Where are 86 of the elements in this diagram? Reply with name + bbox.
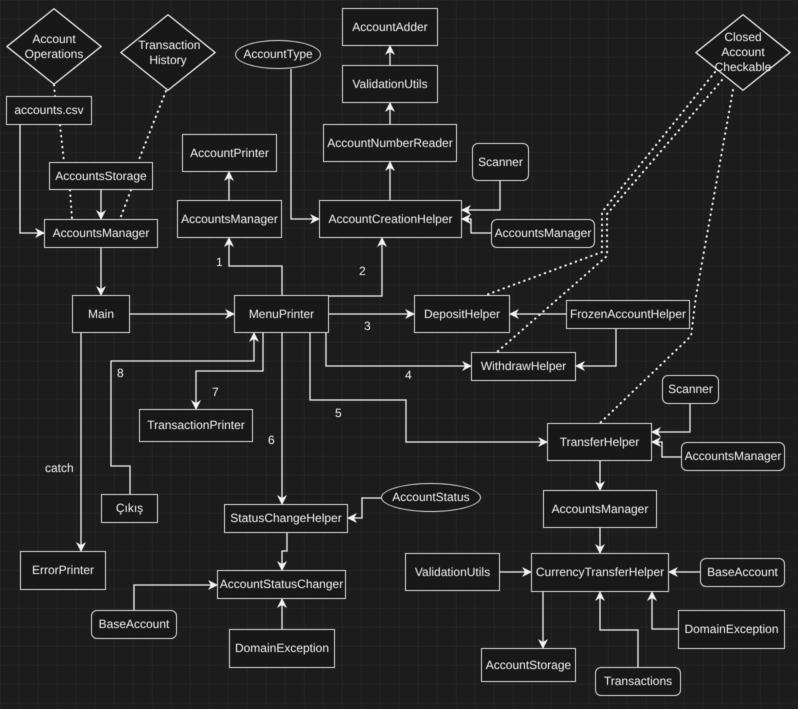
rounded-box: Scanner bbox=[472, 143, 529, 181]
arrow bbox=[110, 332, 259, 494]
dotted-line bbox=[53, 84, 56, 97]
arrow bbox=[651, 437, 681, 458]
rounded-box: AccountsManager bbox=[491, 219, 595, 248]
dotted-line bbox=[599, 89, 734, 424]
arrow bbox=[277, 533, 288, 571]
rounded-box: Scanner bbox=[662, 375, 719, 404]
dotted-line bbox=[496, 79, 723, 353]
edge-label: 1 bbox=[214, 255, 225, 269]
arrow bbox=[461, 214, 491, 234]
edge-label: 5 bbox=[333, 406, 344, 420]
arrow bbox=[595, 591, 639, 667]
arrow bbox=[329, 237, 387, 297]
rounded-box: BaseAccount bbox=[91, 610, 177, 639]
class-box: TransferHelper bbox=[547, 423, 652, 461]
class-box: ValidationUtils bbox=[342, 65, 438, 103]
rounded-box: BaseAccount bbox=[700, 558, 785, 587]
class-box: MenuPrinter bbox=[234, 295, 329, 333]
arrow bbox=[509, 309, 566, 319]
edge-label: 2 bbox=[357, 264, 368, 278]
arrow bbox=[385, 161, 395, 200]
edge-label: 3 bbox=[362, 319, 373, 333]
arrow bbox=[500, 567, 532, 577]
class-box: DomainException bbox=[678, 610, 785, 649]
arrow bbox=[133, 580, 218, 610]
class-box: ErrorPrinter bbox=[20, 551, 106, 590]
edge-label: 4 bbox=[403, 368, 414, 382]
arrow bbox=[96, 190, 106, 220]
class-box: AccountPrinter bbox=[182, 134, 277, 172]
arrow bbox=[76, 333, 86, 552]
rounded-box: Transactions bbox=[595, 667, 681, 696]
class-box: accounts.csv bbox=[6, 96, 92, 125]
arrow bbox=[290, 69, 320, 224]
arrow bbox=[277, 598, 287, 629]
edge-label: 7 bbox=[210, 385, 221, 399]
arrow bbox=[595, 528, 605, 554]
arrow bbox=[385, 45, 395, 65]
edge-label: 8 bbox=[115, 366, 126, 380]
dotted-line bbox=[119, 189, 132, 220]
arrow bbox=[461, 181, 501, 215]
arrow bbox=[385, 102, 395, 124]
arrow bbox=[538, 592, 548, 649]
arrow bbox=[668, 567, 700, 577]
arrow bbox=[96, 248, 106, 296]
arrow bbox=[325, 333, 472, 371]
decision-diamond: Transaction History bbox=[120, 14, 216, 91]
arrow bbox=[329, 309, 415, 319]
class-box: AccountNumberReader bbox=[323, 124, 457, 162]
class-box: WithdrawHelper bbox=[471, 352, 576, 381]
decision-diamond: Account Operations bbox=[6, 8, 102, 85]
arrow bbox=[595, 461, 605, 491]
arrow bbox=[191, 333, 264, 410]
class-box: AccountCreationHelper bbox=[319, 200, 462, 238]
class-box: AccountAdder bbox=[342, 8, 438, 46]
class-box: TransactionPrinter bbox=[139, 409, 253, 442]
rounded-box: AccountsManager bbox=[681, 442, 785, 471]
arrow bbox=[647, 591, 678, 630]
dotted-line bbox=[69, 189, 73, 220]
class-box: AccountsManager bbox=[543, 490, 657, 528]
arrow bbox=[651, 404, 691, 437]
arrow bbox=[347, 497, 381, 523]
class-box: DomainException bbox=[229, 629, 335, 668]
class-box: AccountStatusChanger bbox=[217, 570, 346, 599]
class-box: AccountsManager bbox=[177, 200, 282, 238]
arrow bbox=[575, 329, 617, 371]
edge-label: 6 bbox=[266, 433, 277, 447]
class-box: AccountsManager bbox=[44, 219, 158, 248]
arrow bbox=[19, 125, 45, 238]
class-box: Main bbox=[72, 295, 130, 333]
class-box: Çıkış bbox=[101, 494, 158, 523]
class-box: AccountStorage bbox=[481, 648, 576, 682]
class-box: StatusChangeHelper bbox=[224, 504, 348, 533]
arrow bbox=[224, 237, 283, 295]
class-box: ValidationUtils bbox=[405, 553, 500, 591]
dotted-line bbox=[485, 71, 716, 296]
arrow bbox=[277, 333, 287, 505]
class-box: AccountsStorage bbox=[49, 162, 153, 190]
arrow bbox=[130, 309, 235, 319]
class-box: CurrencyTransferHelper bbox=[531, 553, 669, 592]
decision-diamond: Closed Account Checkable bbox=[695, 14, 791, 91]
edge-label: catch bbox=[43, 461, 76, 475]
arrow bbox=[224, 171, 234, 200]
class-box: DepositHelper bbox=[414, 295, 510, 333]
arrow bbox=[309, 333, 548, 447]
class-box: FrozenAccountHelper bbox=[566, 300, 690, 329]
